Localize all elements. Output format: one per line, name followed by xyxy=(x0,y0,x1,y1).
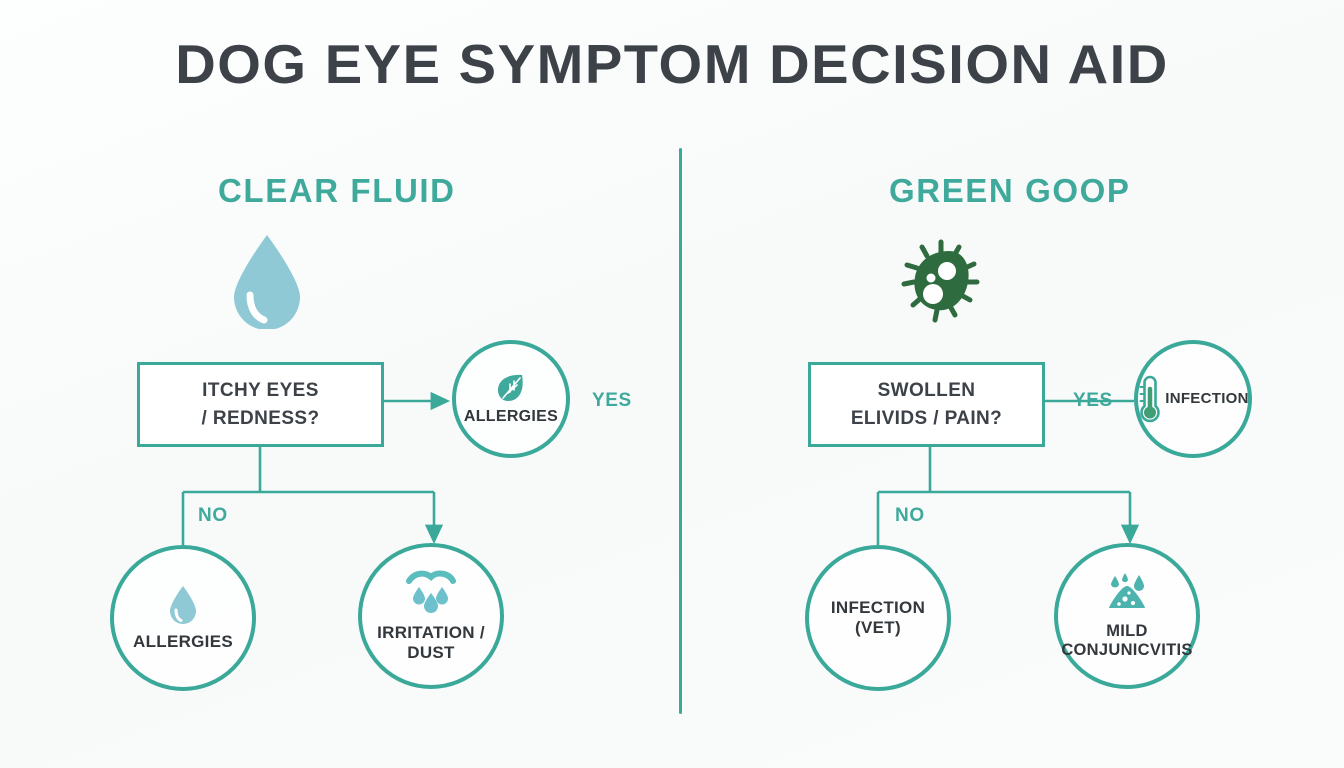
outcome-circle-infection-vet[interactable]: INFECTION (VET) xyxy=(805,545,951,691)
outcome-label-line-2: (VET) xyxy=(855,618,901,637)
outcome-label-line-2: CONJUNICVITIS xyxy=(1061,641,1193,659)
branch-label-yes-right: YES xyxy=(1073,390,1113,411)
goop-droplet-icon xyxy=(1101,572,1153,614)
branch-label-no-right: NO xyxy=(895,505,925,526)
water-drop-icon xyxy=(228,233,306,334)
decision-box-line-1: SWOLLEN xyxy=(877,379,976,401)
outcome-label: ALLERGIES xyxy=(133,632,233,652)
column-header-clear-fluid: CLEAR FLUID xyxy=(218,172,456,209)
decision-box-itchy-eyes[interactable]: ITCHY EYES / REDNESS? xyxy=(137,362,384,447)
thermometer-icon xyxy=(1137,373,1163,425)
decision-box-line-1: ITCHY EYES xyxy=(202,379,319,401)
page-title: DOG EYE SYMPTOM DECISION AID xyxy=(175,33,1169,95)
outcome-circle-infection-yes[interactable]: INFECTION xyxy=(1134,340,1252,458)
outcome-label-line-1: IRRITATION / xyxy=(377,623,485,643)
decision-box-line-2: ELIVIDS / PAIN? xyxy=(850,407,1003,429)
leaf-icon xyxy=(494,371,528,405)
branch-label-yes-left: YES xyxy=(592,390,632,411)
outcome-label-line-1: INFECTION xyxy=(830,598,926,618)
outcome-label: INFECTION (VET) xyxy=(831,598,925,637)
rain-droplets-icon xyxy=(403,569,459,615)
decision-box-line-2: / REDNESS? xyxy=(201,407,320,429)
outcome-label: ALLERGIES xyxy=(463,408,559,426)
outcome-label: INFECTION xyxy=(1165,390,1249,408)
outcome-circle-allergies-yes[interactable]: ALLERGIES xyxy=(452,340,570,458)
outcome-label-line-2: DUST xyxy=(407,643,455,662)
bacteria-icon xyxy=(897,238,983,331)
outcome-label-line-1: MILD xyxy=(1106,622,1148,641)
outcome-label: MILD CONJUNICVITIS xyxy=(1061,622,1192,660)
outcome-circle-allergies[interactable]: ALLERGIES xyxy=(110,545,256,691)
outcome-circle-mild-conjunctivitis[interactable]: MILD CONJUNICVITIS xyxy=(1054,543,1200,689)
decision-box-swollen-eyelids[interactable]: SWOLLEN ELIVIDS / PAIN? xyxy=(808,362,1045,447)
outcome-label: IRRITATION / DUST xyxy=(377,623,485,662)
water-drop-icon xyxy=(167,584,199,625)
column-header-green-goop: GREEN GOOP xyxy=(889,172,1131,209)
outcome-circle-irritation-dust[interactable]: IRRITATION / DUST xyxy=(358,543,504,689)
column-divider xyxy=(679,148,682,714)
branch-label-no-left: NO xyxy=(198,505,228,526)
